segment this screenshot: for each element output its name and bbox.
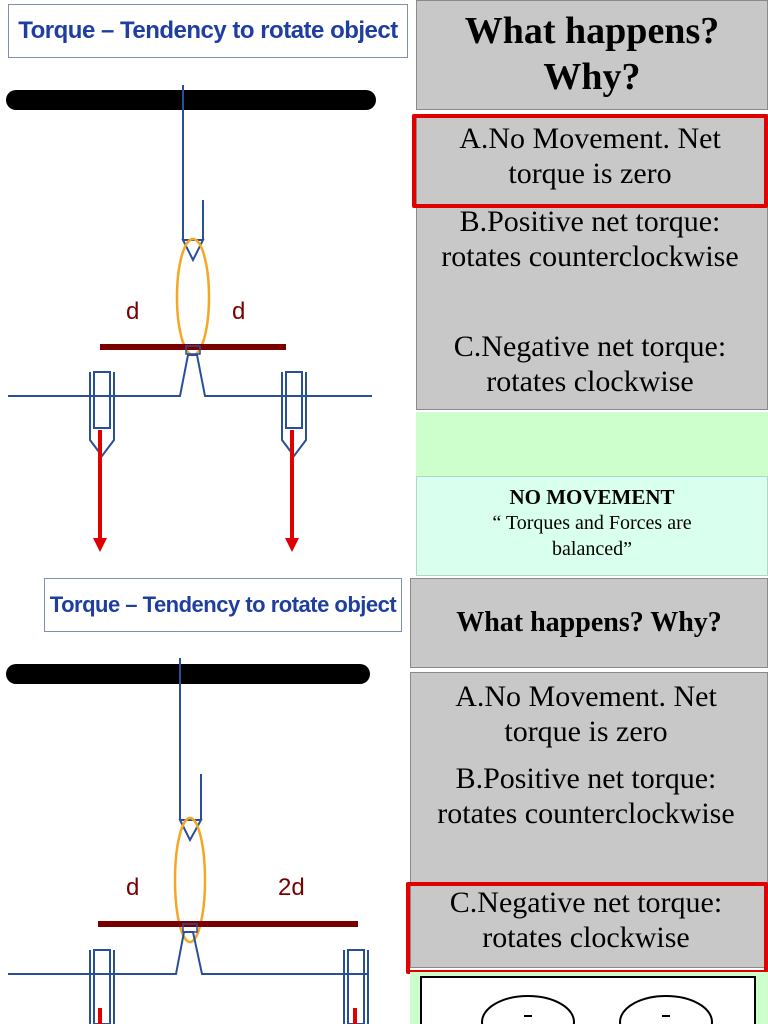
hook-icon bbox=[178, 819, 203, 843]
slide2-title: Torque – Tendency to rotate object bbox=[44, 578, 402, 632]
slide1-options-box bbox=[416, 114, 768, 410]
table-line bbox=[8, 931, 368, 975]
lever-bar bbox=[98, 921, 358, 927]
slide1-distance-left: d bbox=[126, 298, 140, 325]
slide1-answer-box: NO MOVEMENT “ Torques and Forces are bal… bbox=[416, 476, 768, 576]
right-force-arrow bbox=[285, 430, 299, 552]
slide1-title: Torque – Tendency to rotate object bbox=[8, 4, 408, 58]
slide2-answer-figure bbox=[420, 976, 756, 1024]
slide1-distance-right: d bbox=[232, 298, 246, 325]
slide1-answer-highlight bbox=[412, 114, 768, 208]
table-line bbox=[8, 354, 372, 397]
circle-left-icon bbox=[481, 995, 575, 1024]
pivot-loop bbox=[173, 816, 207, 944]
slide1-option-c[interactable]: C.Negative net torque: rotates clockwise bbox=[453, 330, 727, 398]
circle-right-icon bbox=[619, 995, 713, 1024]
slide2-answer-highlight bbox=[406, 882, 768, 974]
slide2-option-a[interactable]: A.No Movement. Net torque is zero bbox=[455, 680, 717, 748]
right-mass-holder bbox=[343, 949, 369, 1024]
slide2-distance-right: 2d bbox=[278, 874, 305, 901]
left-force-arrow bbox=[93, 430, 107, 552]
pivot-loop bbox=[175, 237, 211, 357]
slide2-option-b[interactable]: B.Positive net torque: rotates countercl… bbox=[437, 762, 735, 830]
slide2-distance-left: d bbox=[126, 874, 140, 901]
slide2-circles bbox=[481, 995, 713, 1024]
left-mass-holder bbox=[89, 949, 115, 1024]
slide2-diagram bbox=[6, 658, 370, 1024]
slide2-question: What happens? Why? bbox=[410, 578, 768, 668]
slide1-option-a[interactable]: A.No Movement. Net torque is zero bbox=[459, 122, 721, 190]
slide1-option-b[interactable]: B.Positive net torque: rotates countercl… bbox=[441, 205, 739, 273]
slide1-answer-text: “ Torques and Forces are balanced” bbox=[492, 512, 692, 560]
slide1-question: What happens? Why? bbox=[416, 0, 768, 110]
lever-bar bbox=[100, 344, 286, 350]
ceiling-bar bbox=[6, 90, 376, 110]
ceiling-bar bbox=[6, 664, 370, 684]
slide1-diagram bbox=[6, 85, 376, 552]
slide2-options-box bbox=[410, 672, 768, 968]
slide1-green-panel bbox=[416, 412, 768, 476]
slide2-option-c[interactable]: C.Negative net torque: rotates clockwise bbox=[449, 886, 723, 954]
slide1-answer-heading: NO MOVEMENT bbox=[509, 485, 675, 509]
